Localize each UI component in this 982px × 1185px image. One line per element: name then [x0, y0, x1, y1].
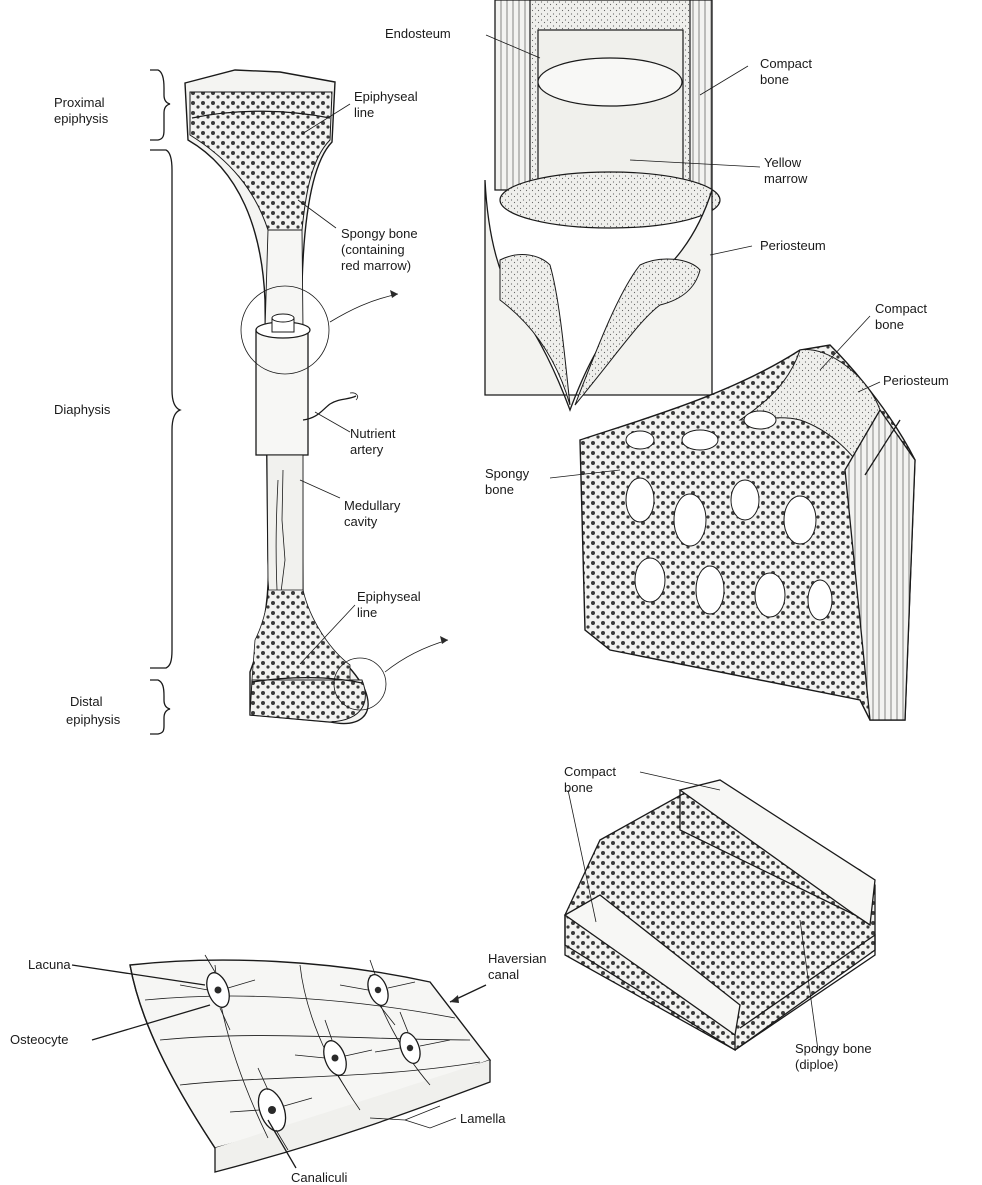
label-spongy-bone-diploe: Spongy bone(diploe)	[795, 1041, 872, 1072]
shaft-section-illustration	[485, 0, 760, 410]
nutrient-artery-vessel	[303, 396, 356, 420]
marrow-top-face	[538, 58, 682, 106]
region-brackets	[150, 70, 180, 734]
diaphysis-bracket	[150, 150, 180, 668]
label-osteocyte: Osteocyte	[10, 1032, 69, 1047]
shaft-cutout	[256, 330, 308, 455]
proximal-bracket	[150, 70, 170, 140]
label-endosteum: Endosteum	[385, 26, 451, 41]
label-diaphysis: Diaphysis	[54, 402, 111, 417]
label-periosteum-shaft: Periosteum	[760, 238, 826, 253]
flat-bone-illustration	[565, 772, 875, 1050]
label-canaliculi: Canaliculi	[291, 1170, 347, 1185]
distal-spongy-bone	[252, 590, 350, 680]
long-bone-illustration	[185, 70, 448, 723]
osteon-slab-illustration	[72, 955, 490, 1172]
label-periosteum-block: Periosteum	[883, 373, 949, 388]
label-lacuna: Lacuna	[28, 957, 71, 972]
distal-bracket	[150, 680, 170, 734]
label-lamella: Lamella	[460, 1111, 506, 1126]
